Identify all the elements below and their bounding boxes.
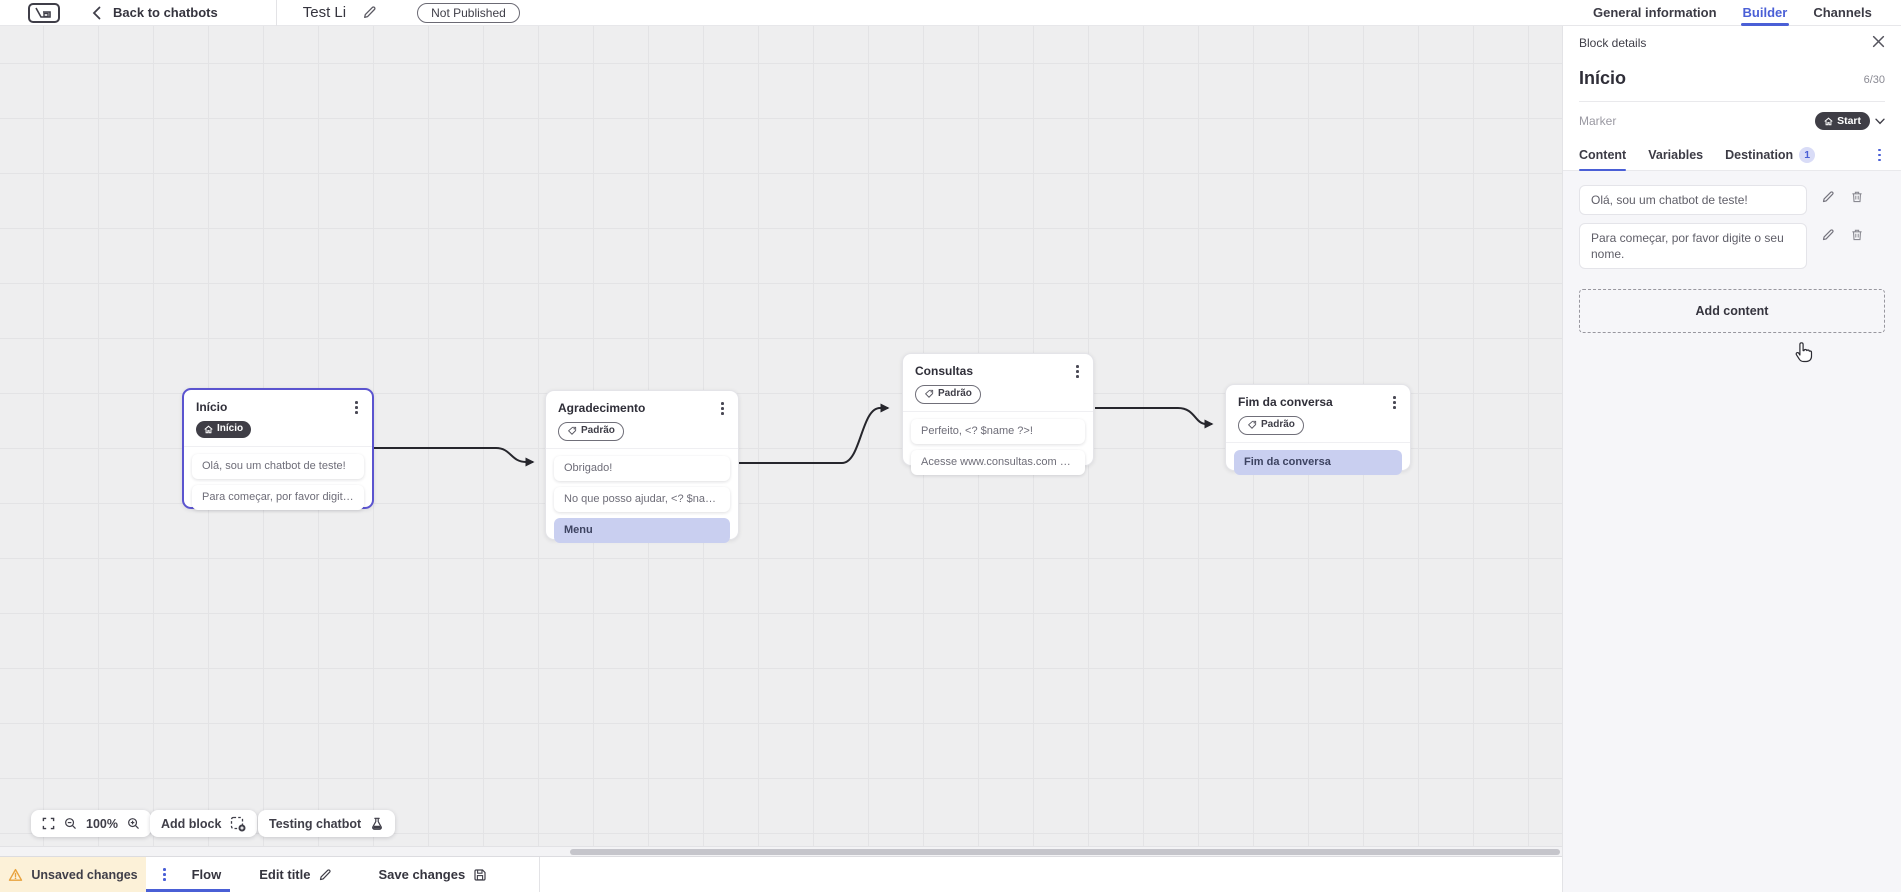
block-card-fim[interactable]: Fim da conversa (1234, 450, 1402, 476)
trash-icon[interactable] (1850, 190, 1864, 204)
back-to-chatbots-link[interactable]: Back to chatbots (113, 5, 218, 20)
warning-icon (9, 868, 23, 881)
chevron-down-icon (1875, 118, 1885, 124)
flow-connectors (374, 403, 1214, 467)
save-icon (474, 868, 486, 881)
edit-pencil-icon[interactable] (1821, 228, 1835, 242)
block-card[interactable]: Acesse www.consultas.com par... (911, 450, 1085, 476)
close-icon[interactable] (1872, 35, 1885, 50)
testing-chatbot-button[interactable]: Testing chatbot (258, 810, 396, 837)
block-card[interactable]: No que posso ajudar, <? $name ... (554, 487, 730, 513)
tab-builder[interactable]: Builder (1740, 0, 1790, 26)
tag-icon (1248, 421, 1257, 429)
content-tab-panel: Olá, sou um chatbot de teste! Para começ… (1563, 171, 1901, 892)
zoom-level: 100% (86, 816, 118, 831)
block-card[interactable]: Obrigado! (554, 456, 730, 482)
home-icon (1824, 117, 1833, 125)
bottom-bar: Unsaved changes Flow Edit title Save cha… (0, 856, 1562, 892)
tab-channels[interactable]: Channels (1813, 5, 1872, 20)
block-marker-badge: Padrão (915, 384, 981, 404)
marker-select[interactable]: Start (1815, 112, 1885, 130)
divider (1579, 101, 1885, 102)
flask-icon (372, 817, 383, 830)
flask-logo-icon (35, 7, 51, 18)
block-title: Consultas (915, 364, 974, 379)
tab-variables[interactable]: Variables (1648, 148, 1704, 162)
testing-chatbot-label: Testing chatbot (269, 816, 362, 831)
block-marker-badge: Início (196, 420, 252, 438)
divider (539, 856, 541, 892)
trash-icon[interactable] (1850, 228, 1864, 242)
block-marker-badge: Padrão (1238, 415, 1304, 435)
start-marker-pill: Start (1815, 112, 1870, 130)
block-card[interactable]: Para começar, por favor digite o ... (192, 484, 364, 510)
char-counter: 6/30 (1863, 74, 1885, 86)
zoom-in-icon[interactable] (127, 817, 140, 830)
save-changes-button[interactable]: Save changes (378, 867, 487, 882)
zoom-out-icon[interactable] (64, 817, 77, 830)
tab-general-information[interactable]: General information (1593, 5, 1717, 20)
top-bar: Back to chatbots Test Li Not Published (0, 0, 1562, 26)
flow-block-agradecimento[interactable]: Agradecimento Padrão Obrigado! No que po… (545, 390, 739, 544)
tab-content[interactable]: Content (1579, 140, 1627, 171)
edit-pencil-icon[interactable] (1821, 190, 1835, 204)
add-block-icon (231, 816, 246, 831)
unsaved-changes-status: Unsaved changes (0, 857, 146, 892)
home-icon (204, 425, 213, 434)
block-menu-icon[interactable] (351, 399, 362, 416)
flow-block-fim-da-conversa[interactable]: Fim da conversa Padrão Fim da conversa (1225, 384, 1411, 476)
flow-canvas[interactable]: Início Início Olá, sou um chatbot de tes… (0, 26, 1562, 856)
block-title: Fim da conversa (1238, 395, 1333, 410)
zoom-toolbar: 100% (31, 810, 151, 837)
block-menu-icon[interactable] (1389, 394, 1400, 411)
tab-flow[interactable]: Flow (191, 867, 222, 882)
app-logo[interactable] (28, 2, 60, 23)
destination-count-badge: 1 (1799, 147, 1816, 163)
block-card[interactable]: Perfeito, <? $name ?>! (911, 419, 1085, 445)
block-marker-badge: Padrão (558, 421, 624, 441)
tag-icon (568, 427, 577, 435)
marker-label: Marker (1579, 114, 1617, 128)
block-title: Início (196, 400, 228, 415)
back-chevron-icon[interactable] (92, 6, 101, 20)
canvas-horizontal-scrollbar (0, 846, 1562, 856)
add-block-label: Add block (161, 816, 222, 831)
edit-title-pencil-icon[interactable] (362, 5, 377, 20)
block-title: Agradecimento (558, 401, 646, 416)
block-menu-icon[interactable] (1072, 363, 1083, 380)
builder-top-nav: General information Builder Channels (1562, 0, 1901, 26)
flow-block-consultas[interactable]: Consultas Padrão Perfeito, <? $name ?>! … (902, 353, 1094, 476)
tag-icon (925, 390, 934, 398)
chatbot-title: Test Li (302, 4, 347, 21)
panel-menu-icon[interactable] (1874, 147, 1885, 164)
bottom-menu-icon[interactable] (159, 866, 170, 883)
flow-tab-underline (146, 888, 230, 892)
panel-header-label: Block details (1579, 35, 1647, 50)
block-menu-icon[interactable] (717, 400, 728, 417)
scrollbar-thumb[interactable] (570, 849, 1560, 855)
edit-title-button[interactable]: Edit title (259, 867, 332, 882)
fullscreen-icon[interactable] (42, 817, 55, 830)
block-details-panel: Block details Início 6/30 Marker Start C… (1562, 26, 1901, 892)
status-badge: Not Published (417, 2, 520, 23)
block-card-menu[interactable]: Menu (554, 518, 730, 544)
add-content-button[interactable]: Add content (1579, 289, 1885, 333)
divider (275, 0, 277, 26)
pencil-icon (320, 868, 332, 880)
content-message-input[interactable]: Olá, sou um chatbot de teste! (1579, 185, 1807, 215)
block-card[interactable]: Olá, sou um chatbot de teste! (192, 453, 364, 479)
add-block-button[interactable]: Add block (150, 810, 258, 837)
tab-destination[interactable]: Destination 1 (1725, 140, 1816, 170)
block-name[interactable]: Início (1579, 68, 1627, 88)
flow-block-inicio[interactable]: Início Início Olá, sou um chatbot de tes… (182, 388, 374, 510)
content-message-input[interactable]: Para começar, por favor digite o seu nom… (1579, 223, 1807, 269)
